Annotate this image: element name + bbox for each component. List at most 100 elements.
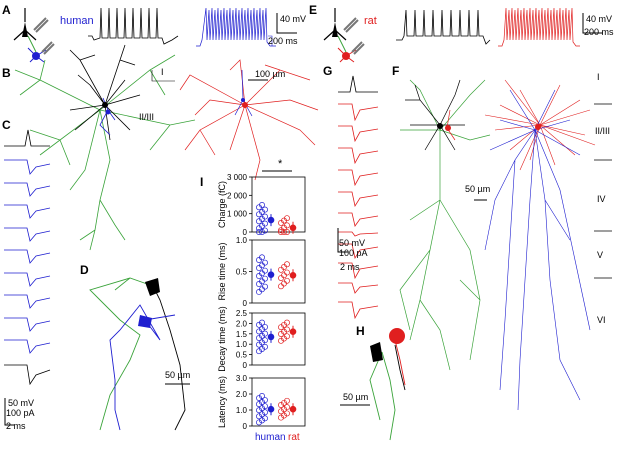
scale-g-ms: 2 ms <box>340 262 360 272</box>
point-human-3-9 <box>256 401 262 408</box>
y-tick-label-2-0: 0 <box>243 361 248 370</box>
point-human-3-3 <box>256 413 262 420</box>
point-human-2-12 <box>256 321 262 328</box>
y-tick-label-1-1: 0.5 <box>236 268 248 277</box>
mean-marker-rat-3 <box>289 405 297 413</box>
human-presynaptic-soma <box>145 278 160 296</box>
y-tick-label-0-0: 0 <box>243 228 248 237</box>
human-neuron-reconstruction <box>14 44 196 251</box>
y-tick-label-3-0: 0 <box>243 422 248 431</box>
human-postsynaptic-trace <box>196 7 276 47</box>
layer-b-i: I <box>161 67 164 77</box>
point-human-0-8 <box>262 213 268 220</box>
plot-frame-2 <box>251 312 306 366</box>
y-tick-label-2-2: 1.0 <box>236 340 248 349</box>
point-human-3-6 <box>256 407 262 414</box>
x-label-human: human <box>255 432 286 443</box>
species-label-human: human <box>60 15 94 27</box>
point-rat-1-3 <box>278 275 284 281</box>
scale-c-pa: 100 pA <box>6 408 35 418</box>
scale-a-mv: 40 mV <box>280 14 306 24</box>
panel-label-e: E <box>309 3 317 17</box>
y-axis-label-2: Decay time (ms) <box>217 306 227 372</box>
y-axis-label-1: Rise time (ms) <box>217 242 227 300</box>
point-human-2-6 <box>256 335 262 341</box>
point-rat-3-2 <box>284 410 290 417</box>
scalebar-a <box>276 13 297 34</box>
point-human-2-9 <box>256 328 262 335</box>
significance-marker: * <box>278 158 283 170</box>
y-tick-label-2-1: 0.5 <box>236 351 248 360</box>
point-rat-0-8 <box>284 215 290 222</box>
point-human-1-2 <box>262 283 268 290</box>
point-human-0-5 <box>262 220 268 227</box>
human-layer-boundary <box>151 70 175 82</box>
point-human-0-0 <box>256 229 262 235</box>
panel-label-f: F <box>392 64 399 78</box>
point-human-0-11 <box>262 206 268 213</box>
y-tick-label-2-3: 1.5 <box>236 330 248 339</box>
point-rat-3-5 <box>284 404 290 411</box>
panel-label-a: A <box>2 3 11 17</box>
scale-f-um: 50 µm <box>465 184 490 194</box>
mean-marker-rat-1 <box>289 271 297 279</box>
point-human-2-2 <box>262 343 268 350</box>
layer-f-i: I <box>597 72 600 82</box>
scale-e-ms: 200 ms <box>584 27 614 37</box>
y-axis-label-3: Latency (ms) <box>217 376 227 428</box>
scale-b-um: 100 µm <box>255 69 285 79</box>
mean-marker-rat-2 <box>289 328 297 336</box>
y-axis-label-0: Charge (fC) <box>217 181 227 228</box>
point-human-1-13 <box>259 254 265 261</box>
panel-label-h: H <box>356 324 365 338</box>
y-tick-label-3-2: 2.0 <box>236 390 248 399</box>
point-rat-0-1 <box>281 229 287 235</box>
scale-a-ms: 200 ms <box>268 36 298 46</box>
point-rat-0-5 <box>284 222 290 229</box>
point-human-1-8 <box>262 267 268 274</box>
scale-c-mv: 50 mV <box>8 398 34 408</box>
point-human-3-10 <box>259 399 265 406</box>
y-tick-label-3-3: 3.0 <box>236 374 248 383</box>
rat-postsynaptic-trace <box>498 7 580 47</box>
point-human-2-8 <box>262 330 268 337</box>
point-rat-2-5 <box>284 326 290 333</box>
point-human-2-0 <box>256 348 262 355</box>
scalebar-e <box>582 13 603 34</box>
point-human-3-0 <box>256 419 262 426</box>
scale-c-ms: 2 ms <box>6 421 26 431</box>
scalebar-g <box>337 228 348 253</box>
layer-b-ii-iii: II/III <box>139 112 154 122</box>
point-rat-3-6 <box>278 402 284 408</box>
point-human-3-8 <box>262 403 268 410</box>
plot-frame-3 <box>251 377 306 427</box>
mean-marker-human-3 <box>267 405 275 413</box>
point-rat-1-5 <box>284 269 290 276</box>
layer-f-ii-iii: II/III <box>595 126 610 136</box>
scale-d-um: 50 µm <box>165 370 190 380</box>
scale-g-mv: 50 mV <box>339 238 365 248</box>
mean-marker-rat-0 <box>289 224 297 232</box>
point-rat-1-1 <box>281 280 287 287</box>
point-human-2-13 <box>259 319 265 326</box>
rat-h-postsynaptic-soma <box>389 328 405 344</box>
rat-pair-schematic <box>323 8 365 63</box>
point-human-2-4 <box>259 339 265 346</box>
species-label-rat: rat <box>364 15 377 27</box>
rat-neuron-reconstruction <box>179 59 319 181</box>
mean-marker-human-0 <box>267 216 275 224</box>
y-tick-label-0-2: 2 000 <box>227 191 248 200</box>
panel-label-g: G <box>323 64 332 78</box>
y-tick-label-2-4: 2.0 <box>236 319 248 328</box>
point-rat-3-3 <box>278 408 284 415</box>
scale-e-mv: 40 mV <box>586 14 612 24</box>
point-human-2-11 <box>262 324 268 330</box>
point-human-3-7 <box>259 405 265 412</box>
rat-postsynaptic-reconstruction <box>484 79 596 411</box>
point-rat-1-8 <box>284 261 290 268</box>
rat-contact-detail <box>369 339 406 441</box>
human-contact-detail <box>89 277 186 431</box>
mean-marker-human-1 <box>267 271 275 278</box>
point-rat-0-0 <box>278 229 284 235</box>
